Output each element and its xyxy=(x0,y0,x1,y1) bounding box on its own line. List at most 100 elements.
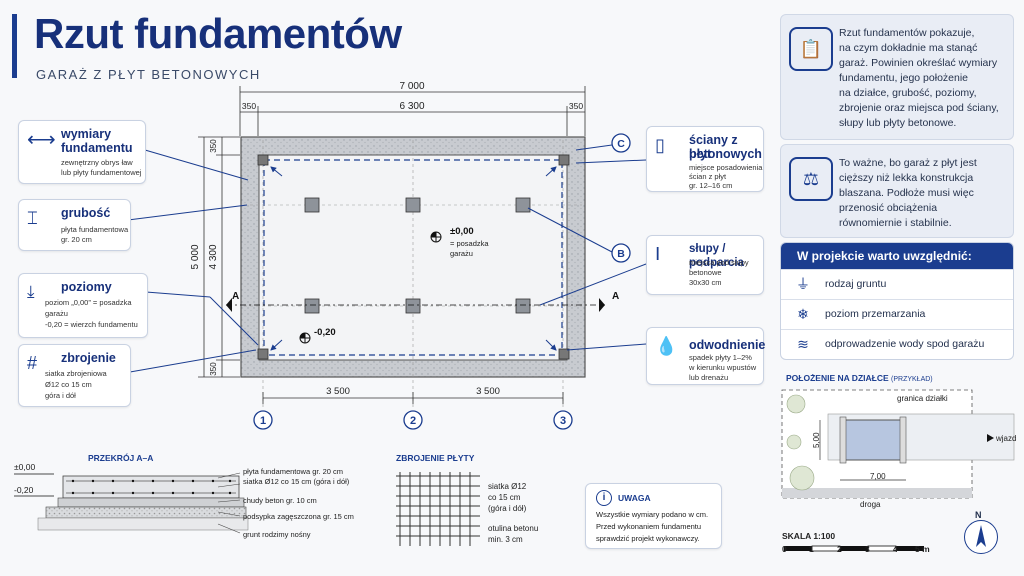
info-card-purpose: 📋 Rzut fundamentów pokazuje, na czym dok… xyxy=(780,14,1014,140)
callout-slupy: Ⅰ słupy / podparcia miejsca pod słupy be… xyxy=(646,235,764,295)
callout-poziomy-line2: garażu xyxy=(45,309,68,318)
section-layer-1: płyta fundamentowa gr. 20 cm xyxy=(243,467,344,476)
marker-c-label: C xyxy=(617,138,625,150)
list-item: ❄ poziom przemarzania xyxy=(781,299,1013,329)
section-label-left: A xyxy=(232,291,239,302)
marker-b-label: B xyxy=(617,248,625,260)
callout-sciany-line1: miejsce posadowienia xyxy=(689,163,763,172)
callout-odwodnienie-line1: spadek płyty 1–2% xyxy=(689,353,752,362)
info2-line3: blaszana. Podłoże musi więc xyxy=(839,187,974,199)
section-label-right: A xyxy=(612,291,619,302)
page-subtitle: GARAŻ Z PŁYT BETONOWYCH xyxy=(36,67,261,82)
considerations-list: W projekcie warto uwzględnić: ⏚ rodzaj g… xyxy=(780,242,1014,360)
callout-zbrojenie-line2: Ø12 co 15 cm xyxy=(45,380,92,389)
callout-zbrojenie: # zbrojenie siatka zbrojeniowa Ø12 co 15… xyxy=(18,344,131,407)
dim-top-margin: 350 xyxy=(209,139,218,153)
list-item: ≋ odprowadzenie wody spod garażu xyxy=(781,329,1013,359)
callout-sciany-title-1: ściany z płyt xyxy=(689,133,738,161)
note-box: i UWAGA Wszystkie wymiary podano w cm. P… xyxy=(585,483,722,549)
level-zero-value: ±0,00 xyxy=(450,226,474,237)
info-icon: i xyxy=(596,490,612,506)
callout-sciany-line2: ścian z płyt xyxy=(689,172,727,181)
rebar-line3: (góra i dół) xyxy=(488,504,527,513)
callout-poziomy-line3: -0,20 = wierzch fundamentu xyxy=(45,320,138,329)
info1-line3: garaż. Powinien określać wymiary xyxy=(839,57,998,69)
panel-icon: ▯ xyxy=(655,135,665,155)
section-level-top: ±0,00 xyxy=(14,462,36,472)
top-dimensions xyxy=(239,86,586,136)
list-item-label: poziom przemarzania xyxy=(825,308,926,320)
section-layer-5: grunt rodzimy nośny xyxy=(243,530,311,539)
grid-icon: # xyxy=(27,353,38,373)
dim-right-margin: 350 xyxy=(569,101,583,111)
column-icon: Ⅰ xyxy=(655,244,661,264)
rebar-mesh xyxy=(396,472,480,546)
left-dimensions xyxy=(198,136,240,378)
info2-line2: cięższy niż lekka konstrukcja xyxy=(839,172,974,184)
marker-c xyxy=(611,133,631,153)
info1-line6: zbrojenie oraz miejsca pod ściany, xyxy=(839,102,999,114)
callout-zbrojenie-title: zbrojenie xyxy=(61,351,116,365)
site-title-text: POŁOŻENIE NA DZIAŁCE xyxy=(786,373,889,383)
site-title: POŁOŻENIE NA DZIAŁCE (PRZYKŁAD) xyxy=(786,373,933,383)
callout-slupy-line3: 30x30 cm xyxy=(689,278,722,287)
snowflake-icon: ❄ xyxy=(797,306,809,322)
callout-zbrojenie-line1: siatka zbrojeniowa xyxy=(45,369,107,378)
callout-wymiary: ⟷ wymiary fundamentu zewnętrzny obrys ła… xyxy=(18,120,146,184)
section-arrow-right xyxy=(599,298,605,312)
dim-span-left: 3 500 xyxy=(326,386,350,397)
section-drawing xyxy=(14,472,249,534)
site-boundary-label: granica działki xyxy=(897,394,948,403)
scale-tick-1: 1 xyxy=(809,544,814,554)
list-item: ⏚ rodzaj gruntu xyxy=(781,269,1013,299)
callout-wymiary-line2: lub płyty fundamentowej xyxy=(61,168,142,177)
callout-wymiary-line1: zewnętrzny obrys ław xyxy=(61,158,133,167)
marker-b xyxy=(611,243,631,263)
callout-poziomy: ⤓ poziomy poziom „0,00” = posadzka garaż… xyxy=(18,273,148,338)
thickness-icon: ⌶ xyxy=(27,208,38,228)
considerations-title: W projekcie warto uwzględnić: xyxy=(781,243,1013,269)
corner-posts xyxy=(257,154,570,360)
page-title: Rzut fundamentów xyxy=(34,10,402,57)
section-level-bottom: -0,20 xyxy=(14,485,34,495)
rebar-line1: siatka Ø12 xyxy=(488,482,527,491)
leader-lines xyxy=(127,144,647,373)
scale-label: SKALA 1:100 xyxy=(782,531,836,541)
dim-bottom-margin: 350 xyxy=(209,362,218,376)
callout-odwodnienie-line2: w kierunku wpustów xyxy=(689,363,757,372)
info1-line2: na czym dokładnie ma stanąć xyxy=(839,42,978,54)
north-label: N xyxy=(975,510,982,520)
site-width-label: 7,00 xyxy=(870,472,886,481)
slab-area xyxy=(258,154,568,361)
callout-poziomy-line1: poziom „0,00” = posadzka xyxy=(45,298,132,307)
callout-sciany: ▯ ściany z płyt betonowych miejsce posad… xyxy=(646,126,764,192)
list-item-label: rodzaj gruntu xyxy=(825,278,887,290)
water-icon: ≋ xyxy=(797,336,809,352)
callout-slupy-title: słupy / podparcia xyxy=(689,243,744,269)
dim-inner-height: 4 300 xyxy=(208,244,219,269)
level-zero-line1: = posadzka xyxy=(450,239,489,248)
section-layer-4: podsypka zagęszczona gr. 15 cm xyxy=(243,512,354,521)
info1-line5: na działce, grubość, poziomy, xyxy=(839,87,977,99)
note-line2: Przed wykonaniem fundamentu xyxy=(596,522,702,531)
info-card-weight: ⚖ To ważne, bo garaż z płyt jest cięższy… xyxy=(780,144,1014,238)
rebar-line2: co 15 cm xyxy=(488,493,521,502)
level-zero-marker xyxy=(430,231,442,243)
callout-grubosc-title: grubość xyxy=(61,206,111,220)
callout-slupy-line1: miejsca pod słupy xyxy=(689,258,749,267)
scale-tick-3: 3 xyxy=(865,544,870,554)
axis-label-3: 3 xyxy=(560,415,566,427)
drainage-arrows xyxy=(270,166,557,351)
section-layer-2: siatka Ø12 co 15 cm (góra i dół) xyxy=(243,477,350,486)
callout-odwodnienie-line3: lub drenażu xyxy=(689,373,729,382)
section-title: PRZEKRÓJ A–A xyxy=(88,453,154,463)
slab-edge-dashed xyxy=(263,159,563,356)
column-pads xyxy=(304,197,531,314)
dim-left-margin: 350 xyxy=(242,101,256,111)
site-entrance-label: wjazd xyxy=(996,434,1017,443)
weight-icon: ⚖ xyxy=(789,157,833,201)
note-line1: Wszystkie wymiary podano w cm. xyxy=(596,510,709,519)
callout-grubosc-line1: płyta fundamentowa xyxy=(61,225,129,234)
site-road-label: droga xyxy=(860,500,881,509)
